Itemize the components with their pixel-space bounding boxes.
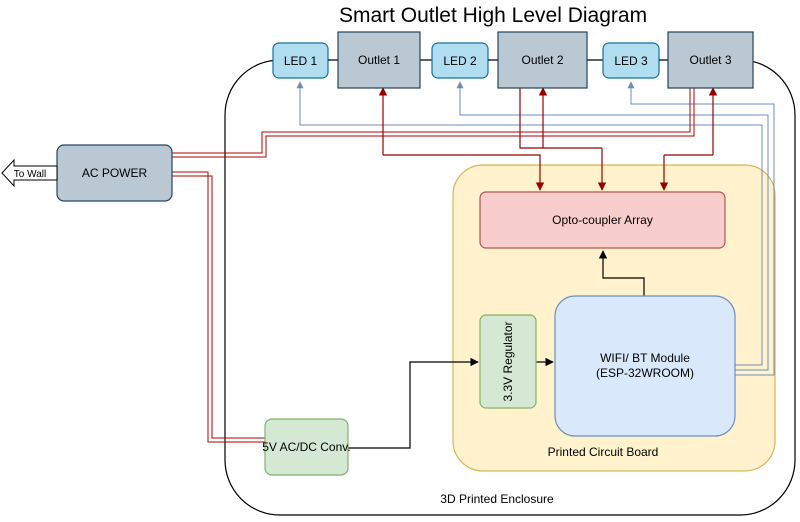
to-wall-label: To Wall: [14, 169, 46, 180]
led-signal-wires: [296, 81, 775, 376]
ac-power-label: AC POWER: [82, 166, 148, 180]
diagram-title: Smart Outlet High Level Diagram: [339, 4, 647, 27]
outlet-1-label: Outlet 1: [358, 53, 400, 67]
low-voltage-wires: [348, 250, 645, 449]
led-3-label: LED 3: [614, 54, 648, 68]
acdc-converter-label: 5V AC/DC Conv.: [262, 440, 350, 454]
outlet-2-block: Outlet 2: [497, 31, 588, 89]
ac-power-wires: [172, 86, 695, 443]
regulator-label: 3.3V Regulator: [501, 321, 515, 401]
acdc-converter-block: 5V AC/DC Conv.: [262, 418, 351, 476]
regulator-block: 3.3V Regulator: [479, 314, 537, 409]
ac-power-block: AC POWER: [56, 144, 173, 202]
outlet-3-label: Outlet 3: [689, 53, 731, 67]
outlet-2-label: Outlet 2: [521, 53, 563, 67]
wifi-bt-module-label: WIFI/ BT Module: [600, 351, 690, 365]
led-1-block: LED 1: [272, 42, 329, 79]
opto-coupler-label: Opto-coupler Array: [552, 213, 653, 227]
outlet-1-block: Outlet 1: [337, 31, 421, 89]
led-2-label: LED 2: [443, 54, 477, 68]
opto-signal-wires: [378, 87, 718, 191]
led-1-label: LED 1: [284, 54, 318, 68]
led-2-block: LED 2: [431, 42, 489, 79]
outlet-3-block: Outlet 3: [667, 31, 754, 89]
pcb-label: Printed Circuit Board: [548, 445, 659, 459]
opto-coupler-block: Opto-coupler Array: [479, 191, 726, 249]
wifi-bt-module-block: WIFI/ BT Module (ESP-32WROOM): [554, 295, 736, 437]
led-3-block: LED 3: [602, 42, 660, 79]
enclosure-label: 3D Printed Enclosure: [440, 492, 554, 506]
to-wall-arrow: To Wall: [1, 158, 58, 188]
wifi-bt-module-part: (ESP-32WROOM): [596, 366, 694, 380]
